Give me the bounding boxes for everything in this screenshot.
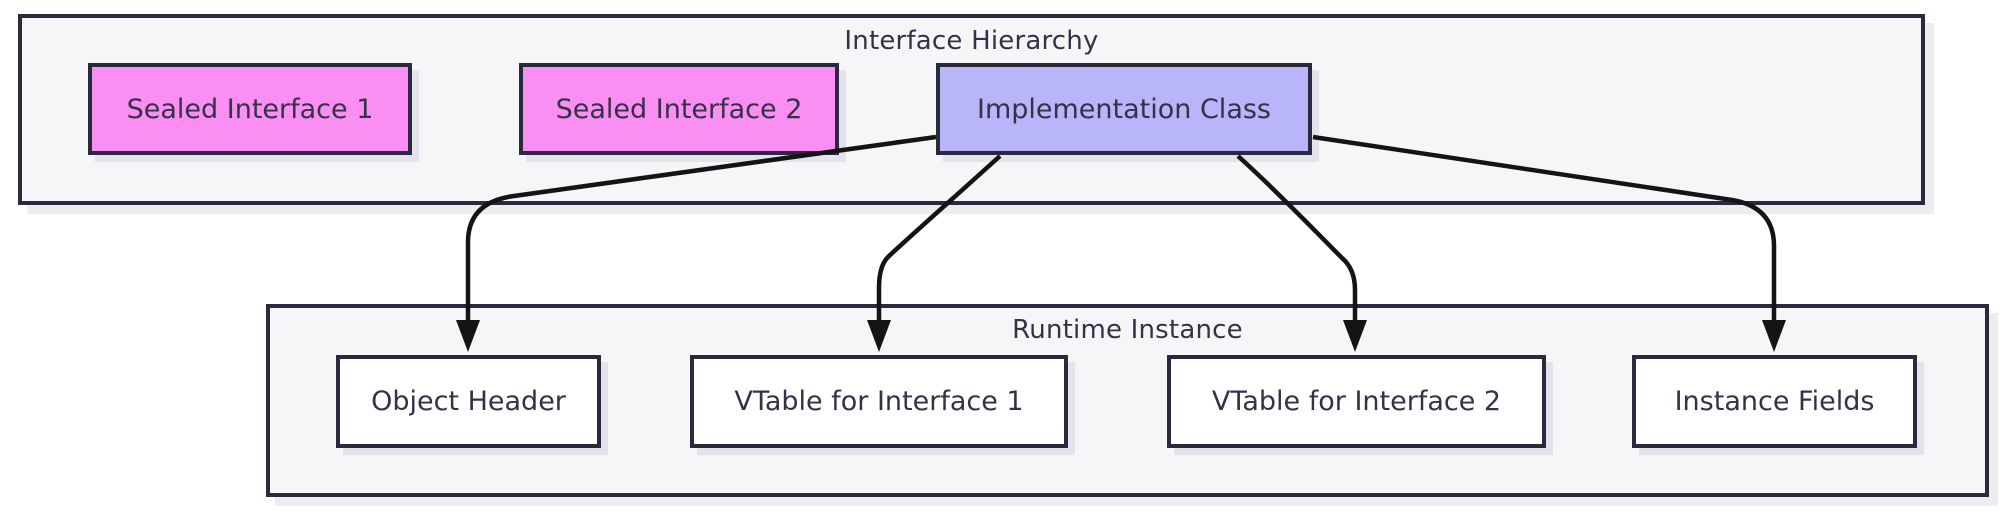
node-vtable-interface-2-label: VTable for Interface 2 [1211,386,1502,417]
node-implementation-class: Implementation Class [936,63,1312,155]
node-object-header-label: Object Header [371,386,566,417]
node-sealed-interface-1: Sealed Interface 1 [88,63,412,155]
group-title-interface-hierarchy: Interface Hierarchy [844,26,1099,56]
group-title-runtime-instance: Runtime Instance [1012,315,1243,345]
node-vtable-interface-1: VTable for Interface 1 [690,355,1068,448]
node-object-header: Object Header [336,355,601,448]
node-vtable-interface-1-label: VTable for Interface 1 [734,386,1024,417]
node-sealed-interface-2: Sealed Interface 2 [519,63,839,155]
node-sealed-interface-2-label: Sealed Interface 2 [555,93,803,125]
node-sealed-interface-1-label: Sealed Interface 1 [126,93,374,125]
node-implementation-class-label: Implementation Class [976,93,1271,125]
node-vtable-interface-2: VTable for Interface 2 [1167,355,1546,448]
node-instance-fields-label: Instance Fields [1674,386,1875,417]
node-instance-fields: Instance Fields [1632,355,1917,448]
